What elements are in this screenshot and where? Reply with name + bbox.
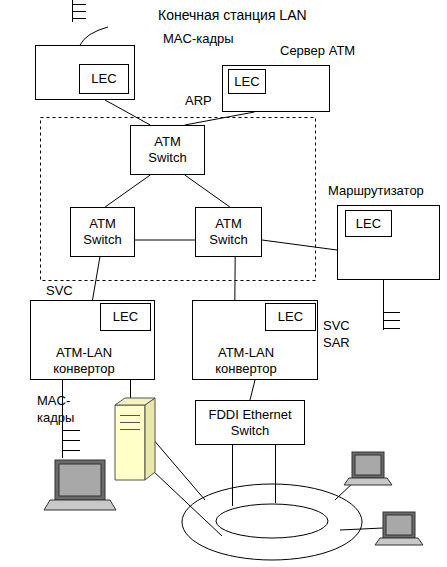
node-text: LEC <box>234 74 259 90</box>
atm-switch-box: ATM Switch <box>70 207 135 257</box>
atm-switch-box: ATM Switch <box>130 125 205 175</box>
lan-segment-top <box>73 0 87 22</box>
node-text: LEC <box>91 71 116 87</box>
annotation-label: MAC-кадры <box>163 30 234 47</box>
connector-line <box>250 380 255 400</box>
node-text: ATM-LAN конвертор <box>201 345 291 377</box>
ring-links <box>152 438 383 536</box>
connector-line <box>234 257 235 300</box>
connector-line <box>185 112 255 125</box>
node-text: LEC <box>113 309 138 325</box>
laptop-icon <box>375 512 423 545</box>
node-text: ATM Switch <box>78 216 128 248</box>
connector-line <box>93 257 100 300</box>
server-tower <box>115 398 155 480</box>
annotation-label: SVC SAR <box>323 317 358 351</box>
connector-line <box>185 175 230 207</box>
converter-box: ATM-LAN конвертор LEC <box>30 300 155 380</box>
annotation-label: ARP <box>185 92 212 109</box>
laptop-icon <box>44 460 116 510</box>
connector-line <box>105 100 150 125</box>
node-text: Конечная станция LAN <box>158 7 307 23</box>
lec-box: LEC <box>265 303 316 331</box>
converter-box: ATM-LAN конвертор LEC <box>192 300 318 380</box>
switch-box: FDDI Ethernet Switch <box>195 400 305 445</box>
node-text: ATM Switch <box>143 134 193 166</box>
atm-switch-box: ATM Switch <box>195 207 262 257</box>
router-box: МаршрутизаторLEC <box>337 205 440 280</box>
server-link <box>130 380 131 399</box>
connector-line <box>135 240 195 241</box>
node-text: FDDI Ethernet Switch <box>200 407 300 439</box>
atm-network-boundary <box>41 118 316 281</box>
lec-box: LEC <box>228 69 266 94</box>
annotation-label: MAC- кадры <box>37 392 82 426</box>
lec-box: LEC <box>100 303 151 331</box>
lec-box: LEC <box>79 64 129 94</box>
end-station-box: Конечная станция LANLEC <box>35 45 135 100</box>
connector-line <box>105 175 150 207</box>
node-text: Маршрутизатор <box>328 183 424 199</box>
node-text: LEC <box>356 216 381 232</box>
node-text: LEC <box>278 309 303 325</box>
lan-segment-router <box>384 280 401 330</box>
lec-box: LEC <box>345 210 392 237</box>
leader-line <box>80 27 108 45</box>
fddi-ring <box>182 484 362 560</box>
server-box: Сервер ATMLEC <box>222 65 330 112</box>
connector-line <box>262 240 337 250</box>
node-text: Сервер ATM <box>280 43 355 59</box>
node-text: ATM-LAN конвертор <box>39 345 129 377</box>
node-text: ATM Switch <box>204 216 254 248</box>
laptop-icon <box>344 452 392 485</box>
annotation-label: SVC <box>46 282 73 299</box>
